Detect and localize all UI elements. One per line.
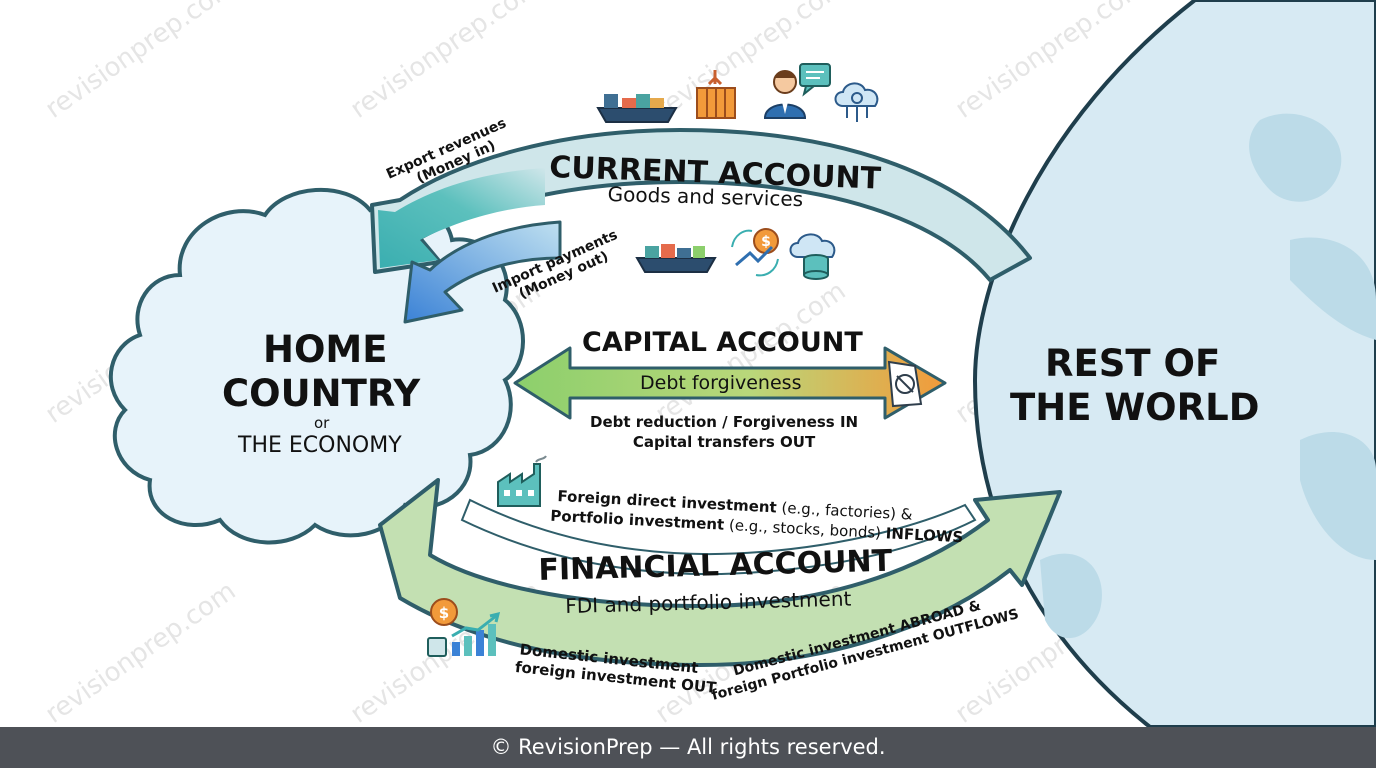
copyright-footer: © RevisionPrep — All rights reserved. [0, 727, 1376, 768]
svg-text:$: $ [439, 604, 449, 622]
dollar-cycle-icon: $ [731, 228, 779, 277]
cargo-ship-icon [596, 94, 678, 123]
current-account-arrow [370, 128, 1032, 282]
home-title-line2: COUNTRY [222, 372, 421, 415]
export-arrow [378, 168, 545, 268]
consultant-icon [763, 70, 807, 119]
capital-account-title: CAPITAL ACCOUNT [582, 327, 863, 358]
world-title-line2: THE WORLD [1010, 386, 1260, 429]
svg-text:$: $ [761, 234, 771, 250]
world-title-line1: REST OF [1045, 342, 1221, 385]
inflow-band [460, 498, 977, 576]
growth-chart-icon [427, 611, 501, 657]
cloud-database-icon [789, 233, 836, 280]
chat-bubble-icon [799, 63, 831, 97]
forgiven-document-icon [887, 360, 923, 408]
capital-arrow-label: Debt forgiveness [640, 372, 802, 394]
globe [972, 0, 1376, 727]
current-account-subtitle: Goods and services [607, 182, 804, 212]
factory-icon [497, 455, 547, 507]
cargo-ship-icon [635, 244, 717, 273]
capital-account-note: Debt reduction / Forgiveness IN Capital … [590, 413, 859, 451]
crane-container-icon [696, 70, 736, 119]
home-economy: THE ECONOMY [238, 433, 402, 458]
financial-account-arrow [378, 478, 1062, 667]
import-arrow [403, 220, 562, 324]
capital-account-arrow [513, 346, 947, 420]
home-or: or [314, 414, 330, 432]
home-title-line1: HOME [263, 328, 388, 371]
coin-icon: $ [430, 598, 458, 626]
diagram-graphics: $ $ [108, 0, 1376, 727]
cloud-network-icon [834, 82, 879, 122]
